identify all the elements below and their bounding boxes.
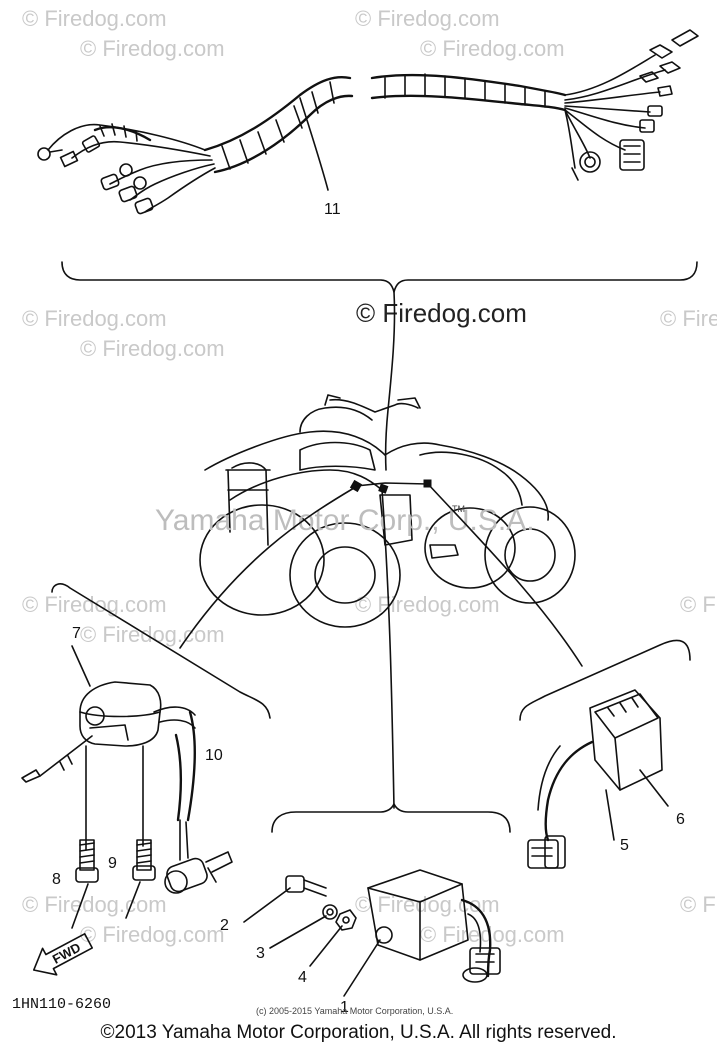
cdi-bolt xyxy=(285,875,327,897)
callout-2: 2 xyxy=(220,917,229,934)
harness-leader xyxy=(299,97,329,191)
callout-1: 1 xyxy=(340,999,349,1016)
watermark-tile: © Firedog.com xyxy=(680,892,717,917)
leader-4 xyxy=(309,925,343,967)
watermark-tile: © Firedog.com xyxy=(355,592,500,617)
rectifier xyxy=(527,689,669,869)
leader-rectifier xyxy=(427,483,583,667)
ignition-coil xyxy=(21,645,196,851)
leader-cdi xyxy=(381,489,395,809)
watermark-tile: © Firedog.com xyxy=(22,306,167,331)
rectifier-bracket xyxy=(519,639,691,721)
main-leader xyxy=(384,291,396,471)
callout-5: 5 xyxy=(620,837,629,854)
callout-4: 4 xyxy=(298,969,307,986)
watermark-tile: © Firedog.com xyxy=(420,922,565,947)
watermark-tile: © Firedog.com xyxy=(22,6,167,31)
callout-8: 8 xyxy=(52,871,61,888)
cdi-washer xyxy=(322,904,338,920)
watermark-tile: © Firedog.com xyxy=(80,922,225,947)
callout-9: 9 xyxy=(108,855,117,872)
callout-7: 7 xyxy=(72,625,81,642)
watermark-tile: © Firedog.com xyxy=(355,6,500,31)
cdi-bracket xyxy=(271,803,511,833)
watermark-tiles: © Firedog.com © Firedog.com © Firedog.co… xyxy=(22,6,717,947)
callout-3: 3 xyxy=(256,945,265,962)
wire-harness xyxy=(37,29,699,215)
callout-6: 6 xyxy=(676,811,685,828)
fwd-label: FWD xyxy=(50,940,83,967)
coil-bolt-b xyxy=(132,839,156,881)
watermark-center: © Firedog.com xyxy=(356,298,527,328)
watermark-tile: © Firedog.com xyxy=(22,592,167,617)
watermark-tile: © Firedog.com xyxy=(680,592,717,617)
ignition-bracket xyxy=(51,583,271,719)
plug-cap xyxy=(164,819,233,894)
watermark-tile: © Firedog.com xyxy=(80,622,225,647)
watermark-tile: © Firedog.com xyxy=(22,892,167,917)
leader-1 xyxy=(343,939,381,997)
leader-2 xyxy=(243,887,291,923)
watermark-tile: © Firedog.com xyxy=(355,892,500,917)
faded-caption: Yamaha Motor Corp., U.S.A. xyxy=(155,504,535,537)
leader-9 xyxy=(125,881,141,919)
leader-3 xyxy=(269,915,327,949)
fwd-arrow-icon: FWD xyxy=(32,933,94,976)
cdi-nut xyxy=(335,909,357,931)
callout-11: 11 xyxy=(324,201,341,218)
watermark-tile: © Firedog.com xyxy=(80,36,225,61)
atv-outline xyxy=(199,394,576,628)
small-copyright: (c) 2005-2015 Yamaha Motor Corporation, … xyxy=(256,1006,453,1016)
leader-8 xyxy=(71,883,89,929)
watermark-tile: © Firedog.com xyxy=(660,306,717,331)
leader-ignition xyxy=(179,487,355,649)
watermark-tile: © Firedog.com xyxy=(80,336,225,361)
footer-copyright: ©2013 Yamaha Motor Corporation, U.S.A. A… xyxy=(100,1022,617,1043)
coil-bolt-a xyxy=(75,839,99,883)
tm-mark: TM xyxy=(452,504,465,514)
diagram-code: 1HN110-6260 xyxy=(12,996,111,1013)
callout-10: 10 xyxy=(205,747,223,764)
watermark-tile: © Firedog.com xyxy=(420,36,565,61)
cdi-unit xyxy=(367,869,501,983)
callout-labels: 11 7 10 8 9 5 6 2 3 4 1 xyxy=(52,201,685,1016)
harness-bracket xyxy=(61,261,698,293)
